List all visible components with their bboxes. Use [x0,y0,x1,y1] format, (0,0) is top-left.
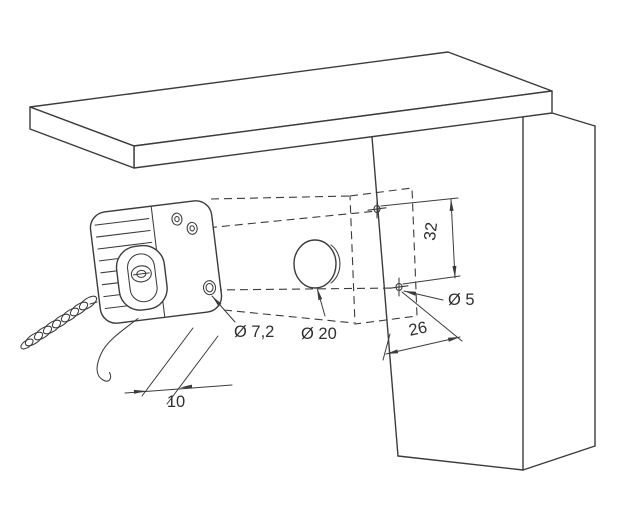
dimension-10: 10 [124,327,233,411]
arrowhead [447,337,460,342]
dimension-26-label: 26 [407,318,429,339]
side-panel-bottom-back-edge [522,445,596,471]
suspension-spring [20,295,98,350]
bracket-adjustment-slot [115,244,168,311]
arrowhead [452,265,457,278]
arrowhead [404,291,417,296]
adjustment-screw-head [130,265,152,283]
extension-line [141,327,194,397]
arrowhead [317,288,323,301]
screw-slot-line [132,272,150,276]
arrowhead [212,296,222,307]
extension-line [380,197,459,207]
extension-line [401,291,463,342]
arrowhead [449,199,454,211]
pilot-hole-mark-bottom [389,277,409,297]
side-panel-front-edge [371,136,399,457]
projection-dashed-lines [195,195,397,324]
pilot-hole-mark-top [367,199,387,219]
diameter-20-callout: Ø 20 [301,287,337,343]
spring-end-hook [20,338,34,350]
shelf [29,51,553,169]
arrowhead [386,349,399,354]
diameter-7-2-label: Ø 7,2 [234,323,274,341]
hole-20-circle [293,239,337,289]
extension-line [382,333,391,361]
side-panel-bottom-edge [397,455,524,471]
dimension-32: 32 [380,197,461,285]
side-panel-top-edge [551,112,596,127]
bracket-footprint-dashed-outline [349,187,418,325]
dimension-line [385,336,461,355]
hole-20-depth-arc [330,244,341,284]
shelf-left-end-face [29,106,135,169]
diameter-5-label: Ø 5 [448,291,475,309]
bracket-mounting-hole [202,280,217,296]
diameter-20-label: Ø 20 [301,325,337,343]
diameter-7-2-callout: Ø 7,2 [211,295,274,341]
arrowhead [133,389,146,394]
bracket-flange-screw-holes [171,212,198,235]
cable [96,317,139,382]
dimension-32-label: 32 [421,221,441,241]
dimension-10-label: 10 [167,393,185,411]
extension-line [166,335,219,405]
arrowhead [180,384,193,389]
dimension-26: 26 [382,291,463,361]
drill-hole-20 [293,239,341,289]
dimension-line [450,198,456,279]
side-panel [371,112,596,471]
extension-line [402,275,461,285]
diameter-5-callout: Ø 5 [403,290,475,309]
mounting-bracket [89,200,223,324]
